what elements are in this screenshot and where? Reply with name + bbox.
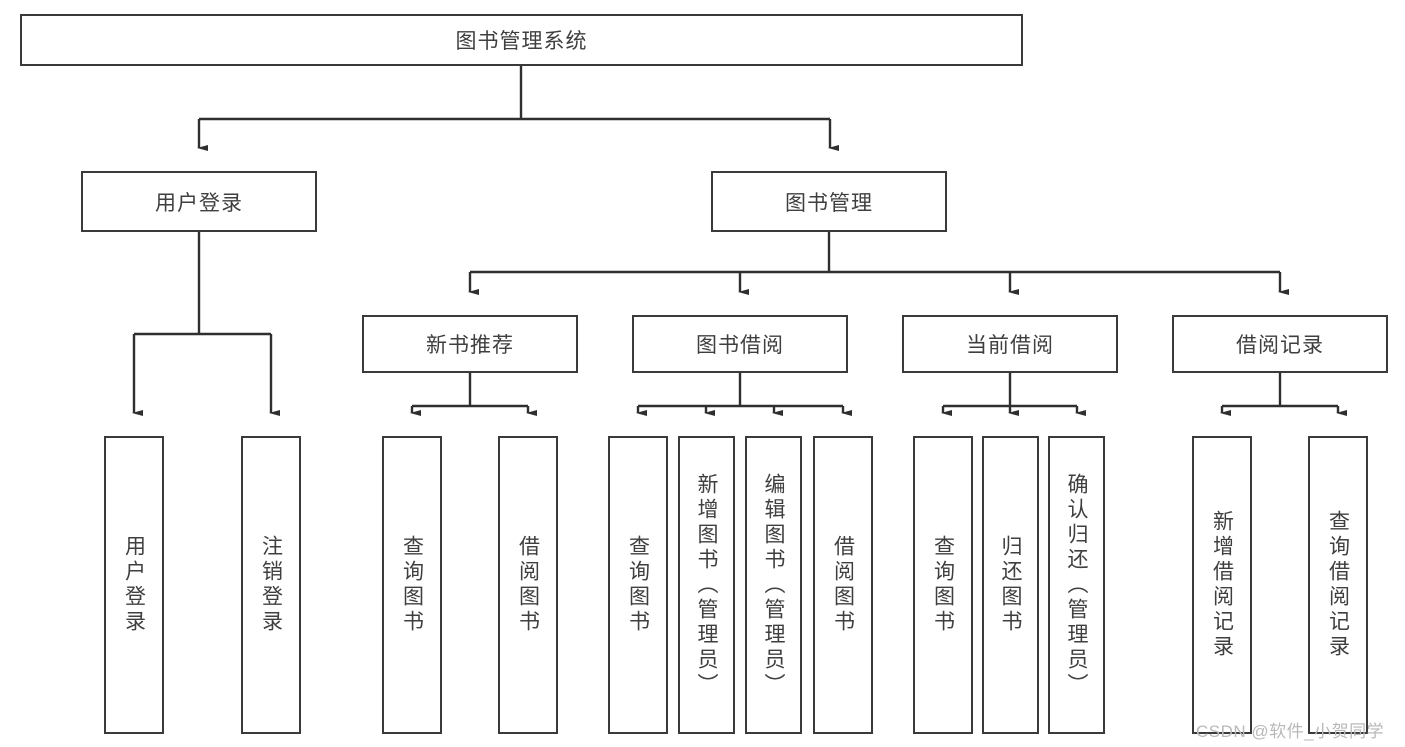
leaf-edit-book[interactable]: 编辑图书（管理员） [745,436,802,734]
leaf-add-record-label: 新增借阅记录 [1210,510,1234,660]
node-book-borrow[interactable]: 图书借阅 [632,315,848,373]
leaf-borrow-book-1-label: 借阅图书 [516,535,540,635]
leaf-query-book-1[interactable]: 查询图书 [382,436,442,734]
leaf-edit-book-label: 编辑图书（管理员） [762,472,785,698]
leaf-user-login[interactable]: 用户登录 [104,436,164,734]
leaf-query-book-2-label: 查询图书 [626,535,650,635]
csdn-watermark: CSDN @软件_小贺同学 [1196,722,1385,741]
node-borrow-record[interactable]: 借阅记录 [1172,315,1388,373]
leaf-confirm-return-label: 确认归还（管理员） [1065,472,1088,698]
leaf-user-login-label: 用户登录 [122,535,146,635]
leaf-logout-label: 注销登录 [259,535,283,635]
leaf-borrow-book-2-label: 借阅图书 [831,535,855,635]
leaf-query-book-1-label: 查询图书 [400,535,424,635]
leaf-add-record[interactable]: 新增借阅记录 [1192,436,1252,734]
leaf-borrow-book-1[interactable]: 借阅图书 [498,436,558,734]
leaf-query-record-label: 查询借阅记录 [1326,510,1350,660]
node-user-login[interactable]: 用户登录 [81,171,317,232]
node-book-borrow-label: 图书借阅 [696,334,784,357]
node-new-book-recommend-label: 新书推荐 [426,334,514,357]
leaf-query-book-3-label: 查询图书 [931,535,955,635]
node-book-manage[interactable]: 图书管理 [711,171,947,232]
node-root-label: 图书管理系统 [455,30,588,53]
leaf-add-book[interactable]: 新增图书（管理员） [678,436,735,734]
leaf-logout[interactable]: 注销登录 [241,436,301,734]
leaf-return-book-label: 归还图书 [999,535,1022,635]
leaf-query-book-3[interactable]: 查询图书 [913,436,973,734]
leaf-borrow-book-2[interactable]: 借阅图书 [813,436,873,734]
node-current-borrow-label: 当前借阅 [966,334,1054,357]
leaf-query-book-2[interactable]: 查询图书 [608,436,668,734]
node-user-login-label: 用户登录 [155,191,243,215]
leaf-confirm-return[interactable]: 确认归还（管理员） [1048,436,1105,734]
leaf-return-book[interactable]: 归还图书 [982,436,1039,734]
node-root[interactable]: 图书管理系统 [20,14,1023,66]
leaf-query-record[interactable]: 查询借阅记录 [1308,436,1368,734]
node-current-borrow[interactable]: 当前借阅 [902,315,1118,373]
node-borrow-record-label: 借阅记录 [1236,334,1324,357]
node-new-book-recommend[interactable]: 新书推荐 [362,315,578,373]
leaf-add-book-label: 新增图书（管理员） [695,472,718,698]
node-book-manage-label: 图书管理 [785,191,873,215]
